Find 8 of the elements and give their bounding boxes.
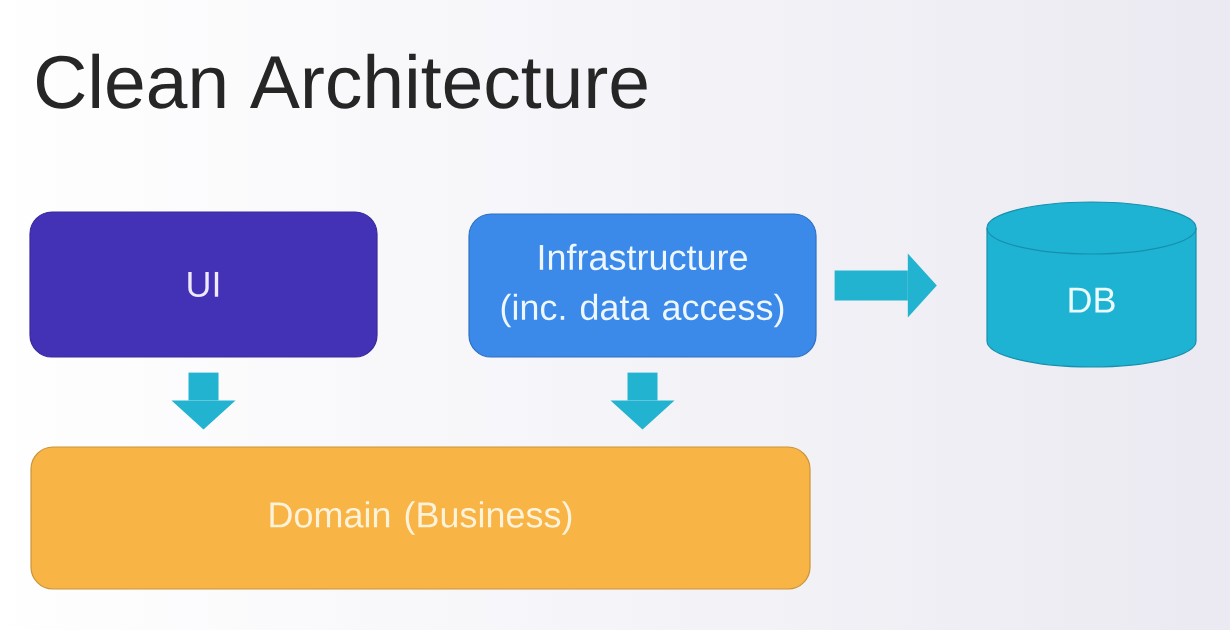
layer-box: Infrastructure (inc. data access) xyxy=(468,213,817,358)
layer-box: UI xyxy=(29,211,378,358)
title: Clean Architecture xyxy=(37,53,647,109)
layer-box: Domain (Business) xyxy=(30,446,811,590)
block-arrow xyxy=(834,253,937,318)
database-cylinder: DB xyxy=(986,201,1197,368)
block-arrow xyxy=(610,372,675,430)
block-arrow xyxy=(171,372,236,430)
